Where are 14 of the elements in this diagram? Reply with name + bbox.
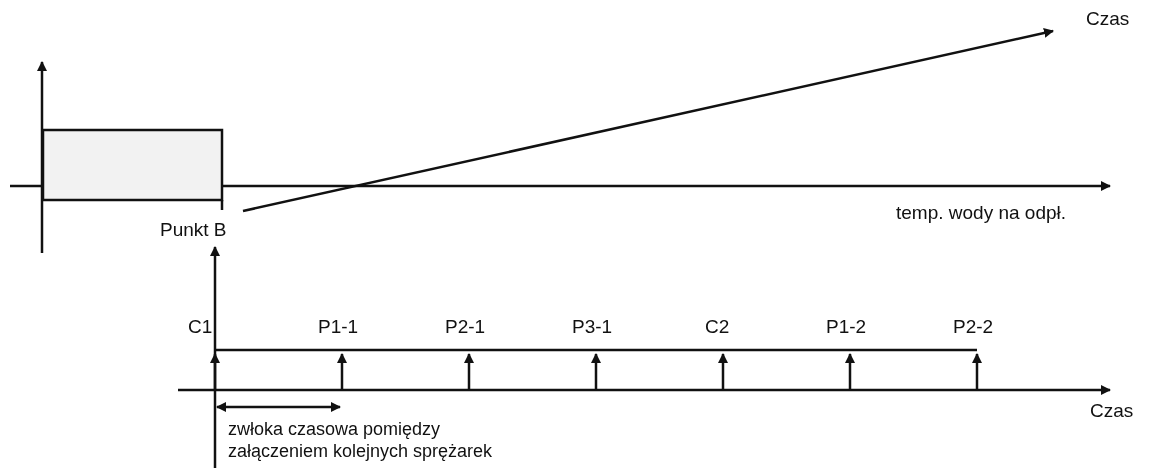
axis-label: Czas (1090, 400, 1134, 422)
tick-label: P1-1 (318, 316, 359, 338)
tick-label: P2-2 (953, 316, 994, 338)
axis-label: Czas (1086, 8, 1130, 30)
tick-label: C1 (188, 316, 213, 338)
annotation-text: zwłoka czasowa pomiędzy załączeniem kolejnych sprężarek (228, 418, 494, 462)
tick-label: P1-2 (826, 316, 867, 338)
arrow (210, 246, 220, 468)
tick-label: P3-1 (572, 316, 613, 338)
band-rectangle (41, 128, 224, 202)
axis-label: temp. wody na odpł. (896, 202, 1067, 224)
point-label: Punkt B (160, 219, 227, 241)
tick-label: P2-1 (445, 316, 486, 338)
tick-label: C2 (705, 316, 730, 338)
